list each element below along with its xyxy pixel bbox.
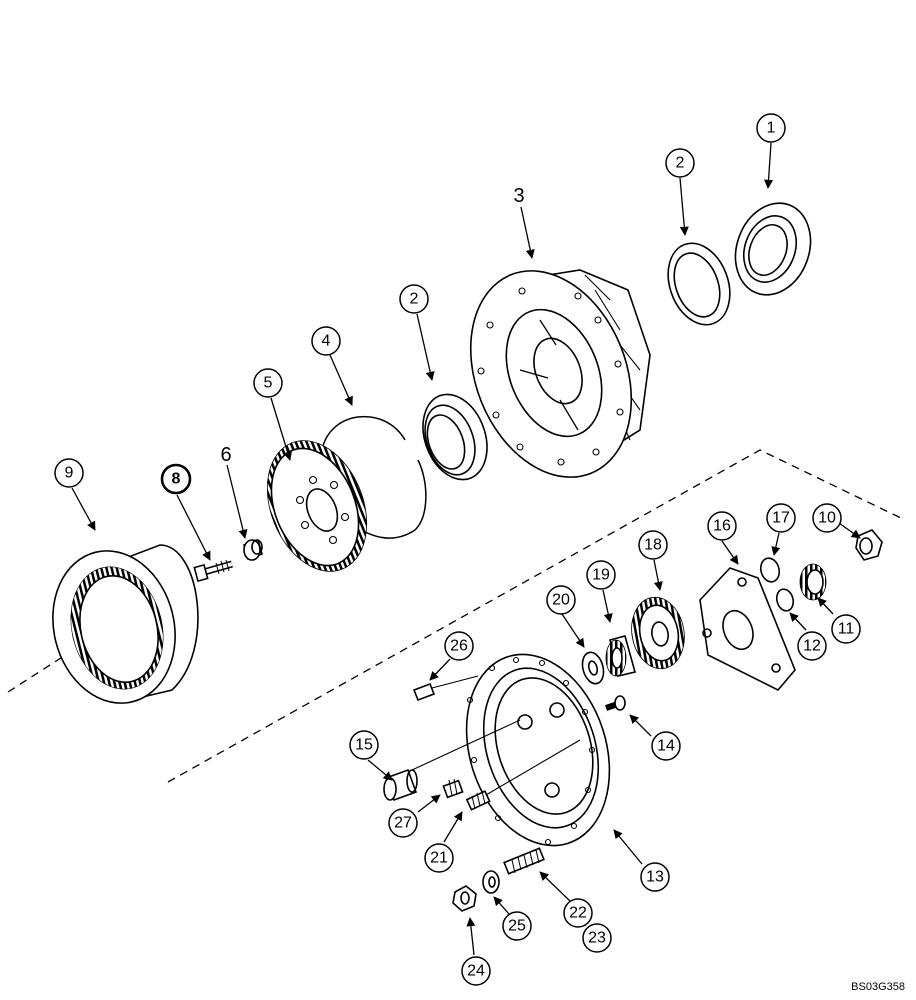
- part-24-nut: [452, 885, 477, 912]
- callout-22: 22: [569, 905, 587, 922]
- part-6-sleeve: [243, 538, 263, 561]
- part-27-plug: [442, 778, 464, 799]
- callout-3: 3: [513, 185, 524, 207]
- drawing-code: BS03G358: [851, 981, 905, 993]
- callout-23: 23: [588, 930, 606, 947]
- part-16-carrier-plate: [699, 567, 796, 691]
- callout-8: 8: [172, 471, 181, 488]
- part-19-needle-bearing: [605, 635, 636, 677]
- callout-labels: 1 2 3 2 4 5 6 8 9 10 11 12 13 14 15 16 1…: [65, 120, 855, 980]
- part-14-screw: [605, 695, 626, 711]
- callout-21: 21: [430, 850, 448, 867]
- part-13-spindle: [465, 653, 611, 847]
- part-10-nut: [855, 529, 883, 561]
- callout-10: 10: [818, 510, 836, 527]
- callout-16: 16: [713, 518, 731, 535]
- leader-lines: [71, 142, 861, 956]
- part-11-small-gear: [799, 563, 827, 601]
- part-20-thrust-washer: [581, 651, 605, 685]
- callout-circles: [54, 113, 861, 986]
- callout-12: 12: [803, 638, 821, 655]
- callout-6: 6: [220, 444, 231, 466]
- callout-25: 25: [508, 918, 526, 935]
- callout-17: 17: [772, 510, 790, 527]
- part-5-gear: [266, 440, 368, 572]
- callout-19: 19: [592, 567, 610, 584]
- part-3-hub: [469, 269, 651, 478]
- part-1-seal: [734, 202, 812, 296]
- callout-11: 11: [838, 621, 855, 638]
- part-2-bearing-cup-upper: [667, 242, 731, 326]
- part-18-planet-gear: [631, 596, 685, 670]
- callout-13: 13: [646, 869, 664, 886]
- callout-9: 9: [65, 465, 74, 482]
- part-9-ring-gear: [52, 544, 199, 704]
- callout-5: 5: [264, 375, 273, 392]
- part-22-23-stud: [503, 847, 545, 875]
- part-21-fitting: [465, 739, 581, 811]
- callout-27: 27: [394, 815, 412, 832]
- callout-2-upper: 2: [676, 155, 685, 172]
- callout-20: 20: [552, 592, 570, 609]
- part-2-bearing-cone-lower: [422, 393, 488, 481]
- part-15-pin: [383, 719, 521, 802]
- callout-18: 18: [644, 537, 662, 554]
- callout-26: 26: [450, 638, 468, 655]
- callout-4: 4: [322, 333, 331, 350]
- part-26-dowel: [412, 675, 479, 702]
- callout-14: 14: [657, 738, 675, 755]
- part-17-washer: [759, 557, 781, 583]
- part-25-washer: [482, 870, 500, 894]
- callout-15: 15: [355, 737, 373, 754]
- part-8-bolt: [193, 559, 233, 583]
- callout-2-lower: 2: [410, 291, 419, 308]
- part-12-washer: [775, 588, 795, 612]
- callout-1: 1: [767, 120, 776, 137]
- callout-24: 24: [467, 963, 485, 980]
